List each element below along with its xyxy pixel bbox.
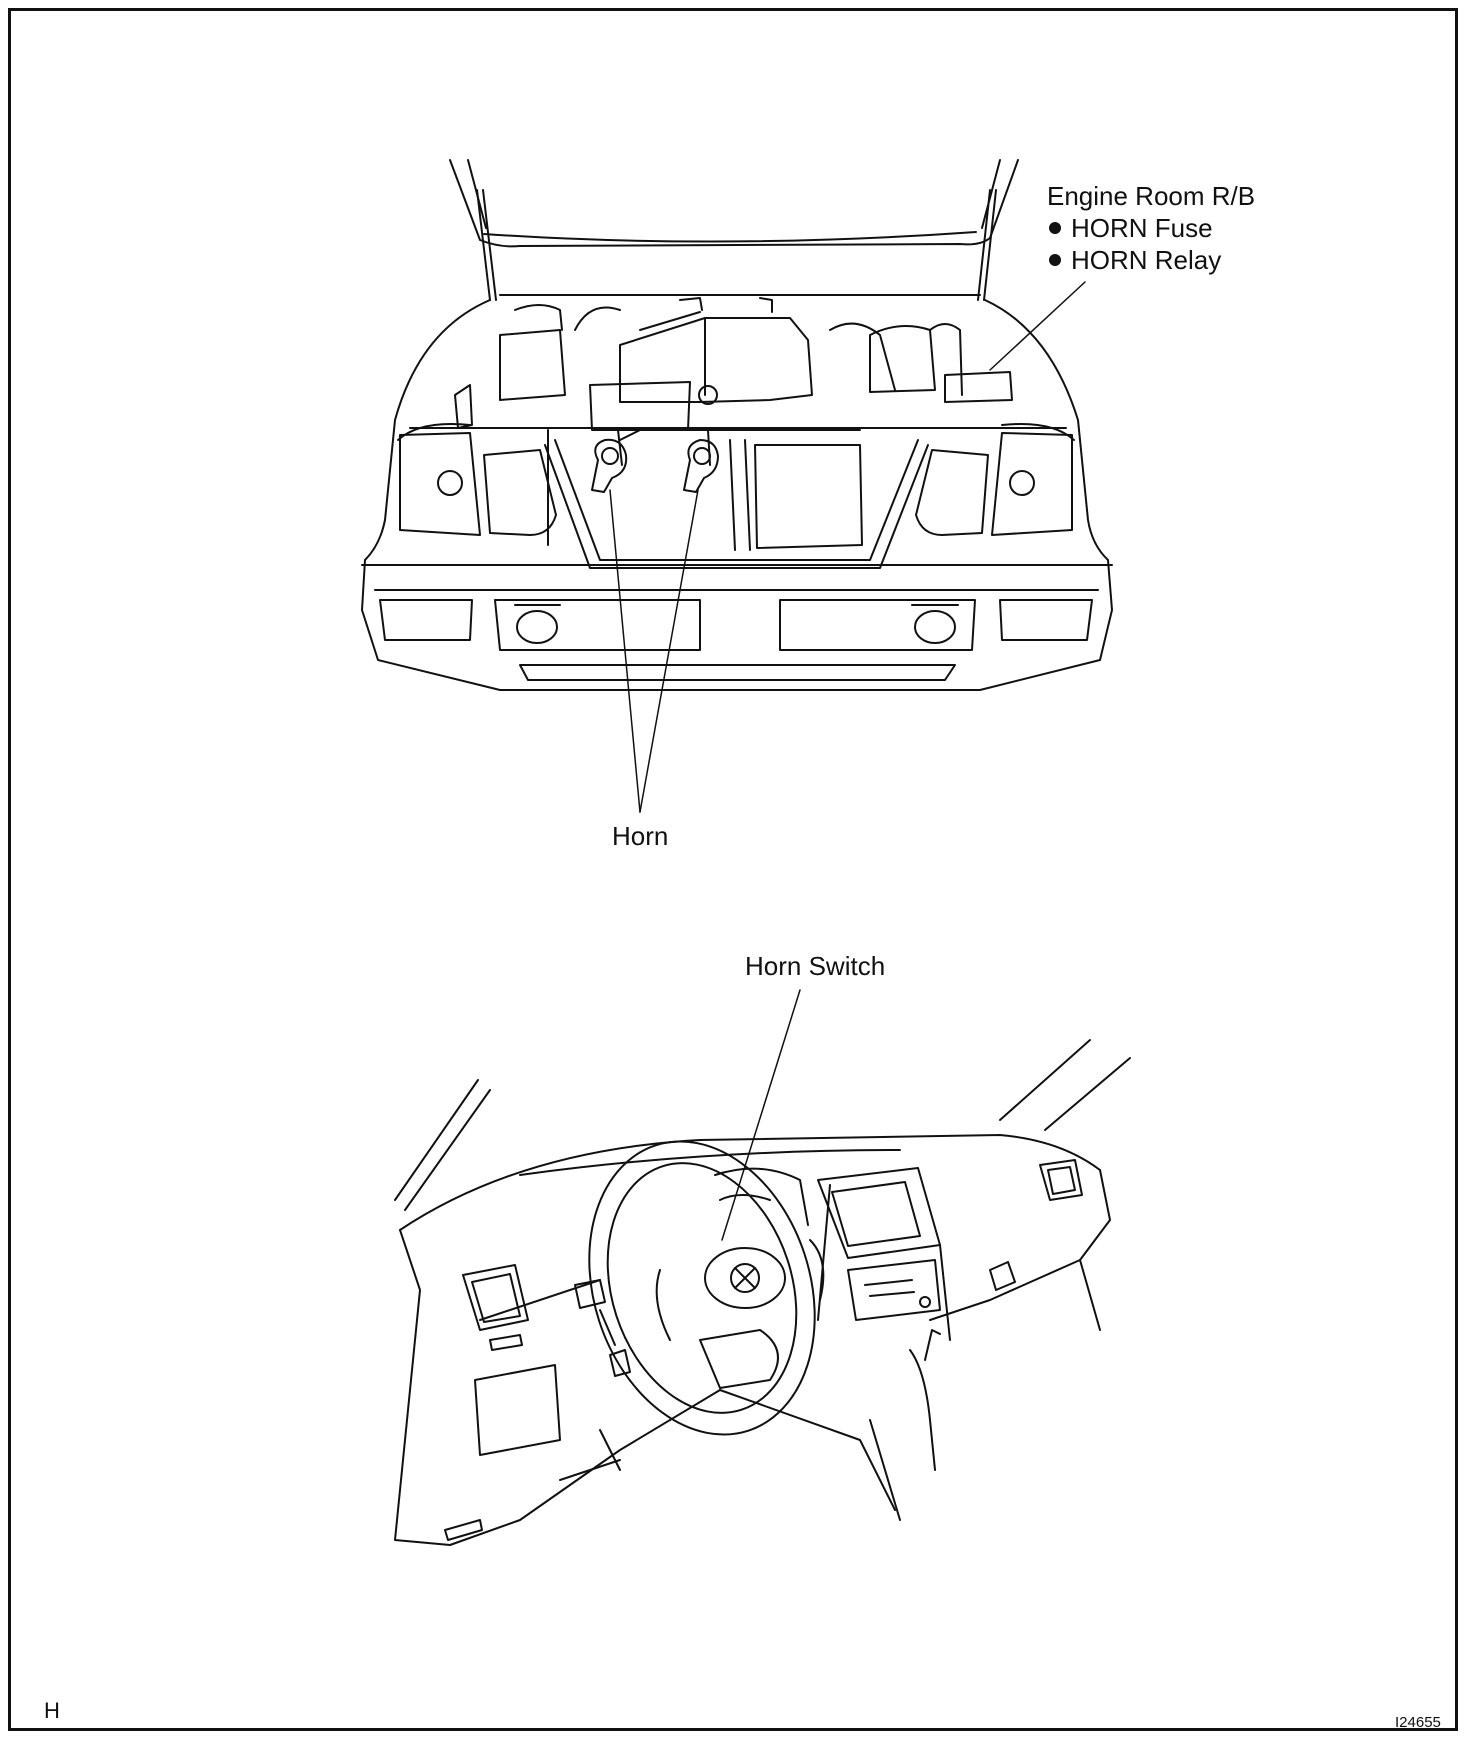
hood-struts	[476, 189, 997, 301]
engine-room-rb-title: Engine Room R/B	[1047, 181, 1256, 211]
diagram-frame	[8, 8, 1458, 1731]
bullet-icon	[1049, 222, 1061, 234]
lower-left-panel	[444, 1364, 621, 1541]
horn-relay-label: HORN Relay	[1071, 245, 1222, 275]
radiator	[547, 429, 863, 551]
grille	[544, 439, 929, 569]
leader-horn-left	[609, 489, 641, 813]
passenger-air-vent	[989, 1159, 1083, 1291]
horn-switch-label: Horn Switch	[745, 951, 886, 981]
leader-horn-right	[639, 489, 699, 813]
steering-wheel	[588, 1140, 825, 1436]
a-pillars	[394, 1039, 1131, 1211]
left-air-vent	[462, 1264, 529, 1351]
section-letter: H	[44, 1698, 60, 1723]
horn-fuse-item: HORN Fuse	[1047, 212, 1255, 244]
floor-lines	[599, 1389, 896, 1511]
column-switches	[574, 1279, 631, 1377]
bullet-icon	[1049, 254, 1061, 266]
horn-right	[683, 429, 719, 493]
open-hood	[449, 159, 1019, 248]
engine-room-rb-label: Engine Room R/B HORN Fuse HORN Relay	[1047, 180, 1255, 276]
leader-lines	[609, 281, 1086, 1241]
left-headlamp	[399, 432, 557, 536]
engine-bay-illustration	[361, 159, 1113, 691]
horn-label: Horn	[612, 821, 669, 851]
horn-fuse-label: HORN Fuse	[1071, 213, 1213, 243]
figure-id: I24655	[1395, 1714, 1441, 1731]
engine-components	[454, 297, 1013, 431]
right-headlamp	[915, 432, 1073, 536]
center-console	[869, 1329, 941, 1521]
interior-illustration	[394, 1039, 1131, 1546]
center-stack	[817, 1167, 951, 1341]
instrument-cluster	[714, 1167, 809, 1226]
leader-horn-switch	[721, 989, 801, 1241]
leader-engine-room-rb	[989, 281, 1086, 371]
horn-relay-item: HORN Relay	[1047, 244, 1255, 276]
car-body	[361, 294, 1113, 691]
front-bumper	[361, 564, 1113, 681]
horn-left	[591, 429, 628, 493]
